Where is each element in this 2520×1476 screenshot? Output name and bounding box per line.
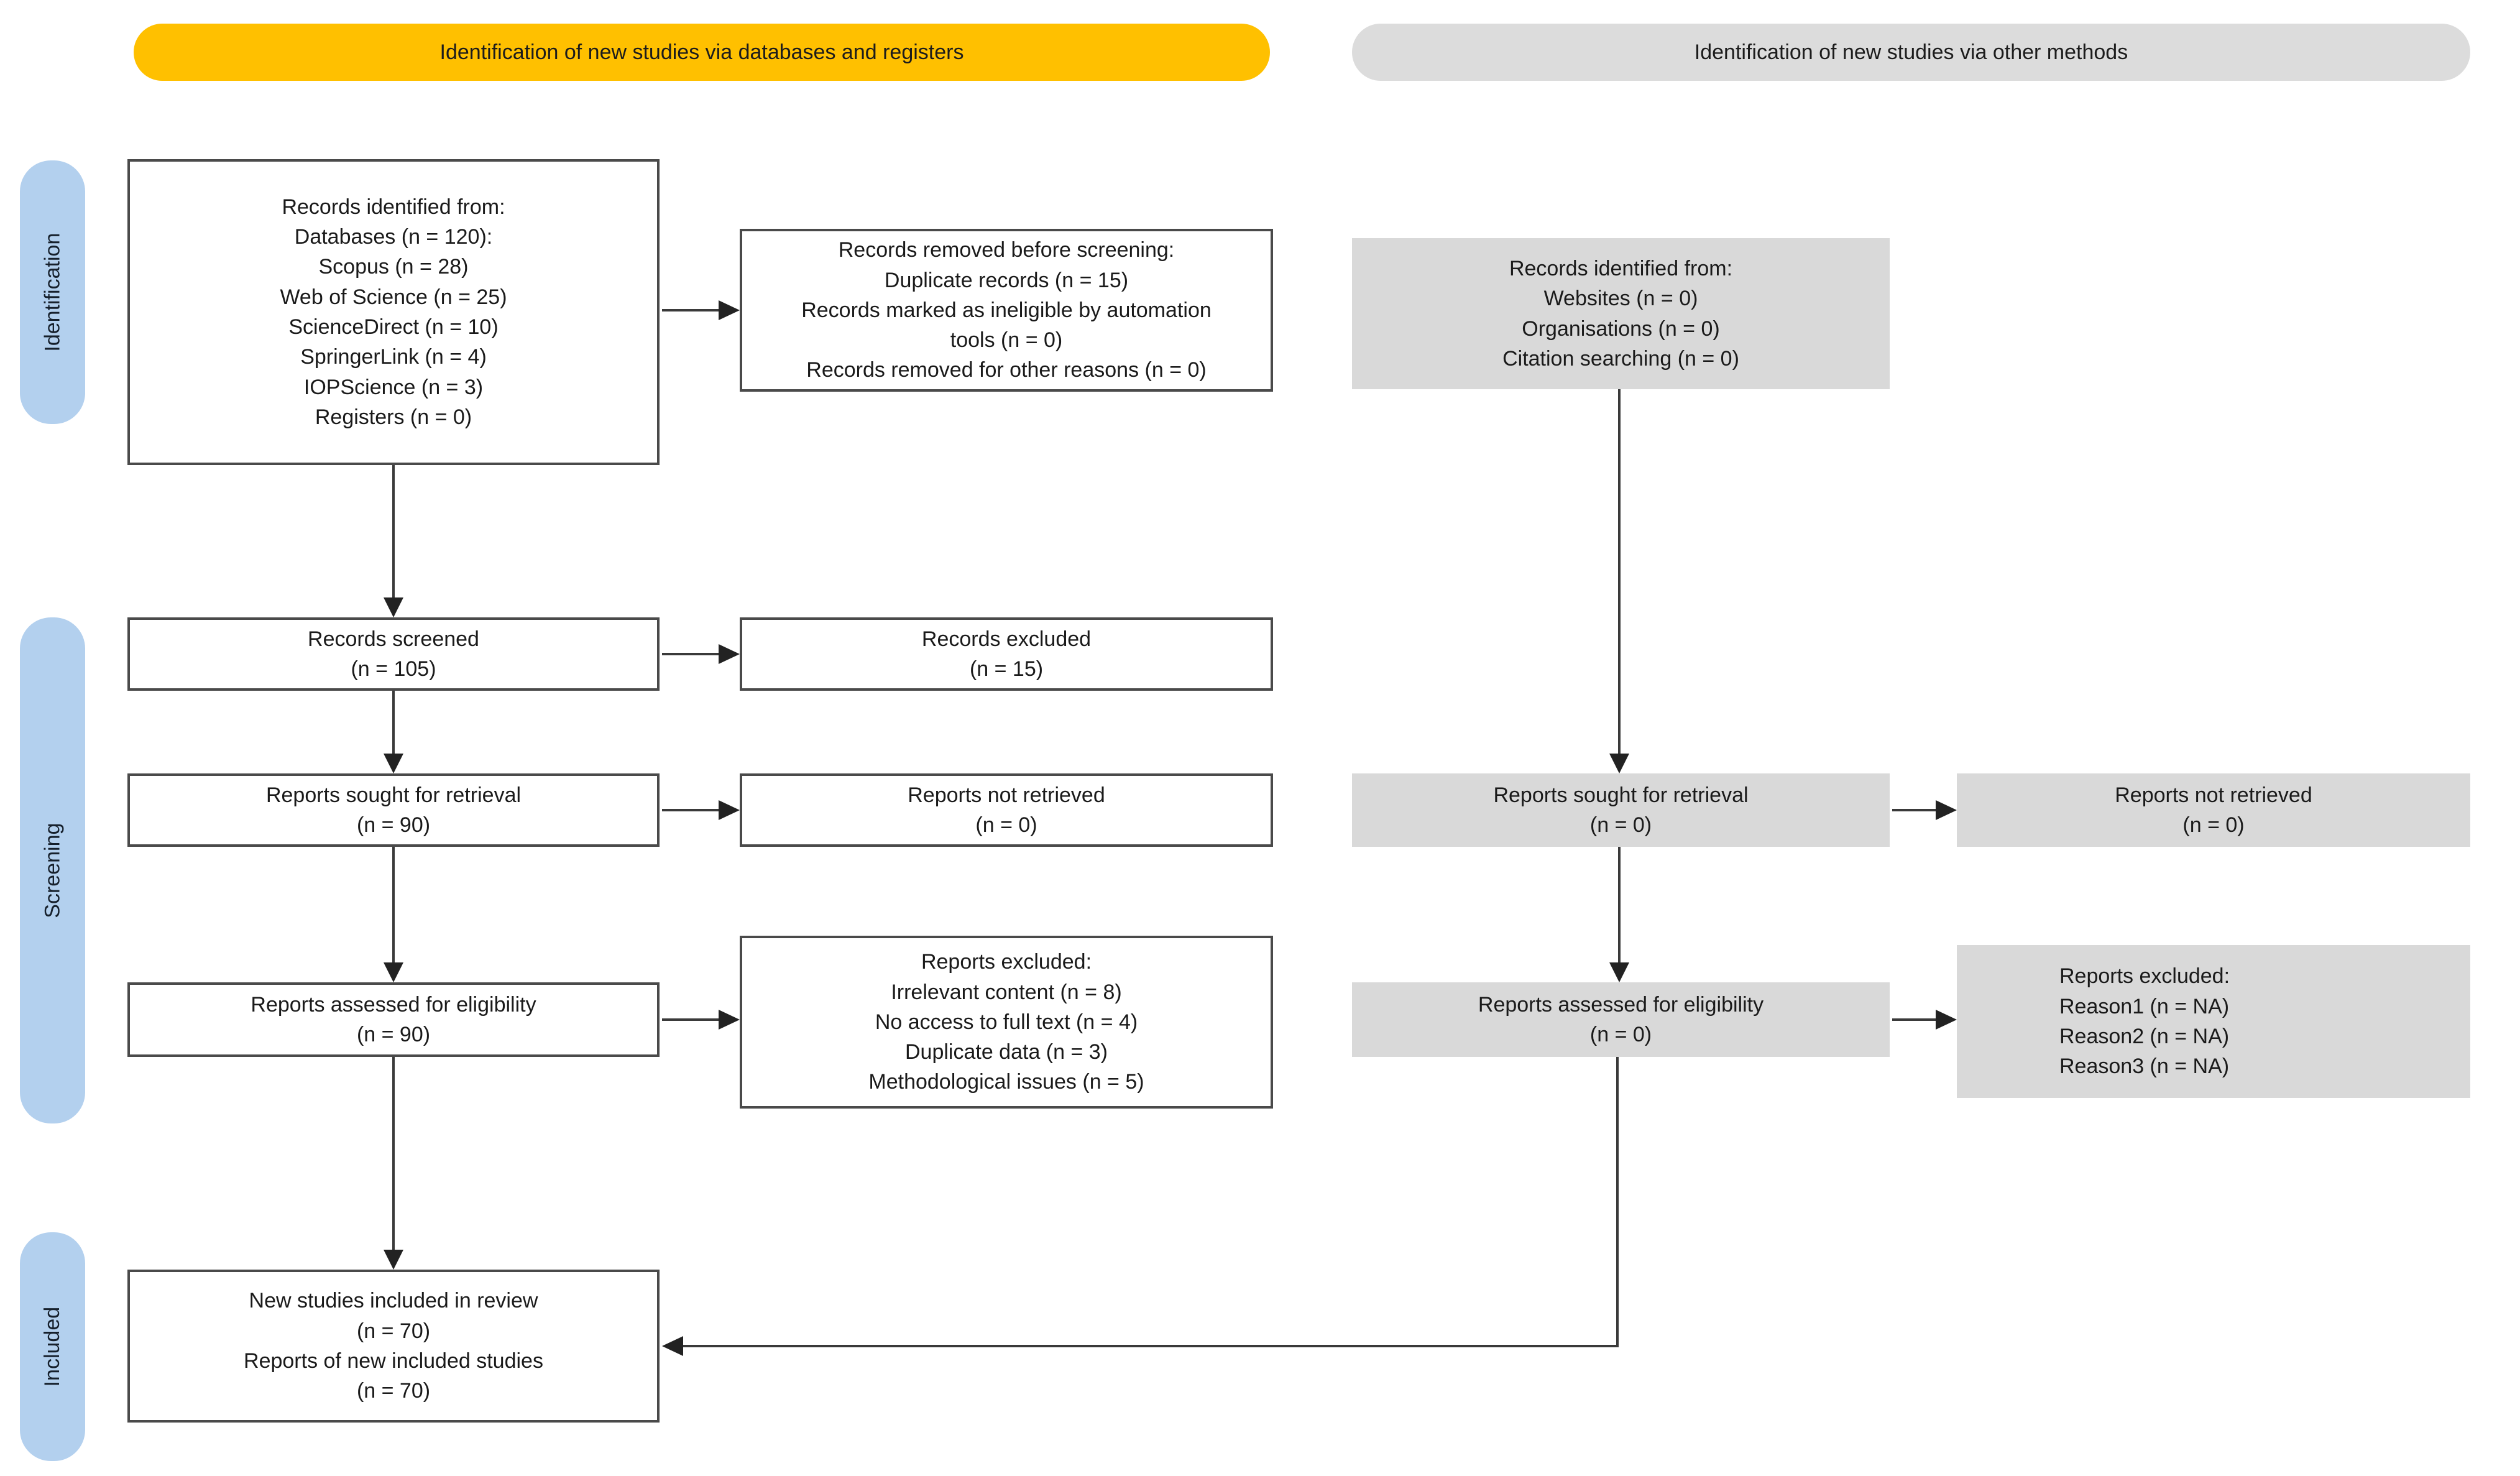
box-records-excluded: Records excluded (n = 15): [740, 617, 1273, 691]
phase-identification-label: Identification: [40, 233, 65, 352]
arrow-assessed-to-included-line: [392, 1057, 395, 1251]
connector-assessed-other-down-line: [1616, 1057, 1619, 1347]
arrow-assessed-to-excluded-head: [719, 1010, 740, 1030]
box-records-removed-text: Records removed before screening: Duplic…: [801, 238, 1212, 382]
arrow-sought-other-to-notretrieved-head: [1936, 800, 1957, 820]
phase-identification: Identification: [20, 160, 85, 424]
banner-databases-registers: Identification of new studies via databa…: [134, 24, 1270, 81]
box-records-screened: Records screened (n = 105): [127, 617, 660, 691]
arrow-screened-to-sought-line: [392, 691, 395, 755]
arrow-assessed-other-to-excluded-head: [1936, 1010, 1957, 1030]
banner-other-methods-label: Identification of new studies via other …: [1694, 40, 2128, 64]
box-reports-assessed-other-text: Reports assessed for eligibility (n = 0): [1478, 992, 1764, 1046]
box-reports-assessed: Reports assessed for eligibility (n = 90…: [127, 982, 660, 1057]
box-new-studies-included-text: New studies included in review (n = 70) …: [244, 1289, 543, 1403]
arrow-sought-to-notretrieved-line: [662, 809, 719, 811]
arrow-sought-other-to-notretrieved-line: [1892, 809, 1936, 811]
box-new-studies-included: New studies included in review (n = 70) …: [127, 1270, 660, 1423]
phase-included-label: Included: [40, 1306, 65, 1387]
arrow-identified-other-to-sought-line: [1618, 389, 1621, 755]
box-reports-sought: Reports sought for retrieval (n = 90): [127, 773, 660, 847]
box-records-screened-text: Records screened (n = 105): [308, 627, 479, 681]
arrow-assessed-other-to-excluded-line: [1892, 1018, 1936, 1021]
arrow-identified-to-removed-head: [719, 300, 740, 320]
box-reports-assessed-text: Reports assessed for eligibility (n = 90…: [251, 992, 536, 1046]
arrow-identified-to-screened-head: [384, 597, 403, 617]
arrow-sought-to-assessed-line: [392, 847, 395, 964]
box-reports-sought-other: Reports sought for retrieval (n = 0): [1352, 773, 1890, 847]
phase-screening-label: Screening: [40, 823, 65, 918]
arrow-sought-other-to-assessed-line: [1618, 847, 1621, 964]
box-reports-not-retrieved-other: Reports not retrieved (n = 0): [1957, 773, 2470, 847]
connector-other-to-included-line: [683, 1345, 1619, 1347]
box-records-identified: Records identified from: Databases (n = …: [127, 159, 660, 465]
box-reports-not-retrieved-other-text: Reports not retrieved (n = 0): [2115, 783, 2312, 837]
arrow-sought-other-to-assessed-head: [1609, 962, 1629, 982]
box-reports-not-retrieved-text: Reports not retrieved (n = 0): [908, 783, 1105, 837]
box-reports-sought-other-text: Reports sought for retrieval (n = 0): [1493, 783, 1749, 837]
box-records-excluded-text: Records excluded (n = 15): [921, 627, 1092, 681]
box-reports-excluded-reasons: Reports excluded: Irrelevant content (n …: [740, 936, 1273, 1109]
arrow-screened-to-excluded-line: [662, 653, 719, 655]
arrow-identified-to-removed-line: [662, 309, 719, 311]
banner-databases-registers-label: Identification of new studies via databa…: [439, 40, 964, 64]
arrow-assessed-to-included-head: [384, 1250, 403, 1270]
arrow-sought-to-notretrieved-head: [719, 800, 740, 820]
arrow-identified-other-to-sought-head: [1609, 754, 1629, 773]
arrow-screened-to-excluded-head: [719, 644, 740, 664]
box-records-identified-other: Records identified from: Websites (n = 0…: [1352, 238, 1890, 389]
banner-other-methods: Identification of new studies via other …: [1352, 24, 2470, 81]
box-reports-sought-text: Reports sought for retrieval (n = 90): [265, 783, 522, 837]
arrow-screened-to-sought-head: [384, 754, 403, 773]
box-records-identified-text: Records identified from: Databases (n = …: [280, 195, 507, 429]
box-reports-excluded-other: Reports excluded: Reason1 (n = NA) Reaso…: [1957, 945, 2470, 1098]
box-reports-excluded-reasons-text: Reports excluded: Irrelevant content (n …: [868, 950, 1144, 1094]
phase-included: Included: [20, 1232, 85, 1461]
box-records-removed: Records removed before screening: Duplic…: [740, 229, 1273, 392]
arrow-sought-to-assessed-head: [384, 962, 403, 982]
phase-screening: Screening: [20, 617, 85, 1123]
connector-other-to-included-head: [662, 1336, 683, 1356]
arrow-assessed-to-excluded-line: [662, 1018, 719, 1021]
box-records-identified-other-text: Records identified from: Websites (n = 0…: [1502, 256, 1739, 371]
arrow-identified-to-screened-line: [392, 465, 395, 599]
box-reports-assessed-other: Reports assessed for eligibility (n = 0): [1352, 982, 1890, 1057]
box-reports-excluded-other-text: Reports excluded: Reason1 (n = NA) Reaso…: [2059, 964, 2230, 1079]
box-reports-not-retrieved: Reports not retrieved (n = 0): [740, 773, 1273, 847]
